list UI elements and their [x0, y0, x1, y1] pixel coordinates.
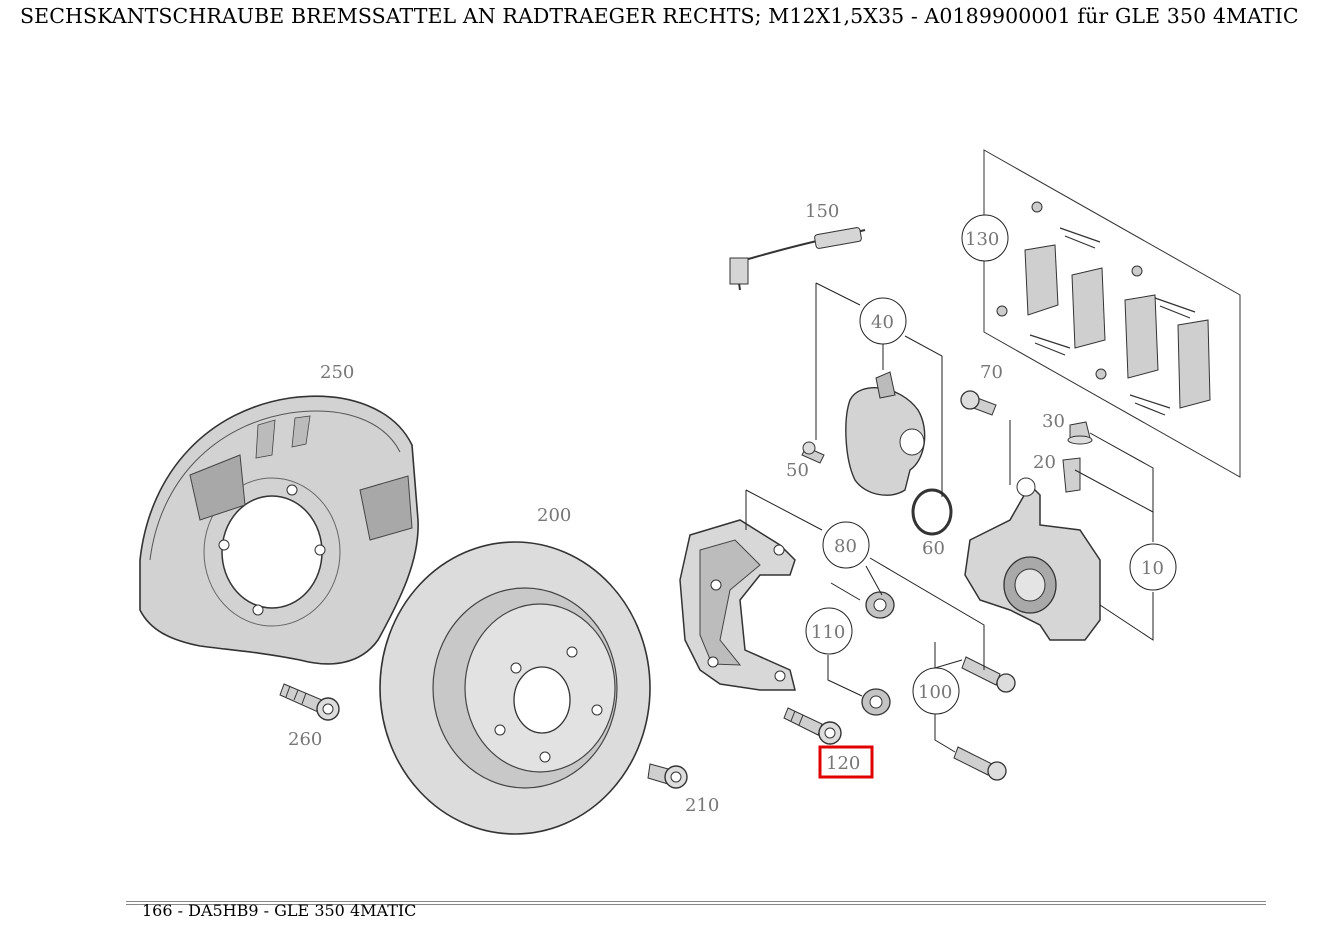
callout-30[interactable]: 30 — [1042, 411, 1065, 432]
callout-50[interactable]: 50 — [786, 460, 809, 481]
callout-130[interactable]: 130 — [965, 229, 999, 250]
leader-lines — [745, 282, 1154, 753]
callout-70[interactable]: 70 — [980, 362, 1003, 383]
bolt-70-part[interactable] — [960, 390, 997, 416]
seal-60-part[interactable] — [911, 488, 953, 536]
brake-caliper-part[interactable] — [964, 477, 1101, 641]
bleeder-20-part[interactable] — [1062, 457, 1081, 493]
callout-210[interactable]: 210 — [685, 795, 719, 816]
wear-sensor-150-part[interactable] — [729, 227, 866, 291]
screw-120-part[interactable] — [783, 707, 842, 745]
callout-250[interactable]: 250 — [320, 362, 354, 383]
footer-text: 166 - DA5HB9 - GLE 350 4MATIC — [142, 901, 417, 920]
screw-50-part[interactable] — [801, 441, 825, 464]
callout-100[interactable]: 100 — [918, 682, 952, 703]
callout-10[interactable]: 10 — [1141, 558, 1164, 579]
cap-30-part[interactable] — [1067, 421, 1093, 445]
brake-disc-part[interactable] — [379, 541, 651, 835]
screw-260-part[interactable] — [279, 683, 340, 721]
callout-110[interactable]: 110 — [811, 622, 845, 643]
callout-260[interactable]: 260 — [288, 729, 322, 750]
caliper-housing-40-part[interactable] — [845, 371, 926, 496]
caliper-carrier-part[interactable] — [679, 519, 796, 691]
footer-divider-bottom — [126, 904, 1266, 905]
callout-150[interactable]: 150 — [805, 201, 839, 222]
dust-shield-part[interactable] — [139, 395, 419, 665]
guide-boot-parts[interactable] — [861, 591, 895, 716]
footer-divider-top — [126, 901, 1266, 902]
callout-200[interactable]: 200 — [537, 505, 571, 526]
callout-40[interactable]: 40 — [871, 312, 894, 333]
screw-210-part[interactable] — [647, 763, 688, 789]
callout-20[interactable]: 20 — [1033, 452, 1056, 473]
page-title: SECHSKANTSCHRAUBE BREMSSATTEL AN RADTRAE… — [20, 4, 1299, 28]
highlight-box — [818, 745, 874, 779]
callout-circles — [805, 214, 1177, 715]
callout-80[interactable]: 80 — [834, 536, 857, 557]
brake-pad-kit-130-part[interactable] — [983, 149, 1241, 478]
callout-120[interactable]: 120 — [826, 753, 860, 774]
bolt-100-parts[interactable] — [953, 656, 1016, 781]
callout-60[interactable]: 60 — [922, 538, 945, 559]
